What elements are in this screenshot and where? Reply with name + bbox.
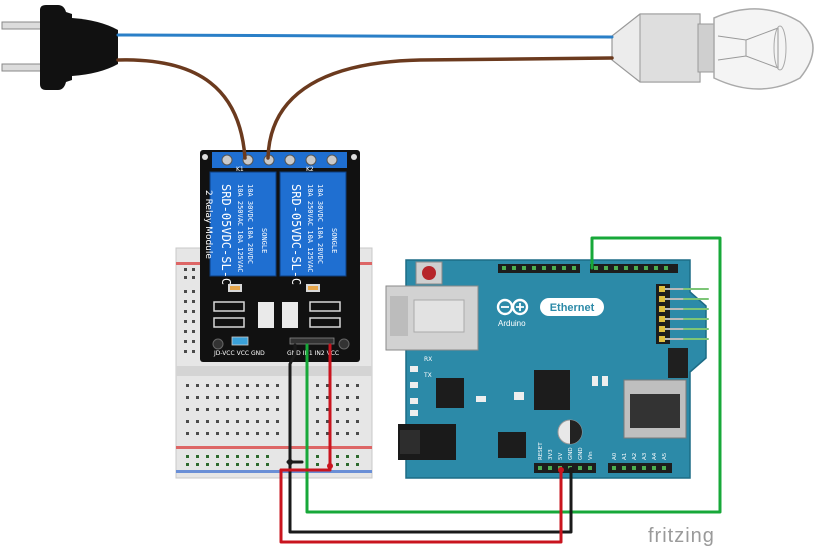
arduino-ethernet-board: RX TX Arduino Ethernet bbox=[385, 259, 707, 479]
relay-module-title: 2 Relay Module bbox=[203, 190, 213, 259]
ac-plug bbox=[1, 5, 118, 90]
digital-header bbox=[498, 264, 678, 273]
analog-pin-a5: A5 bbox=[662, 452, 668, 460]
relay-input-header bbox=[289, 337, 335, 345]
green-side-wires bbox=[683, 288, 709, 340]
jdvcc-jumper bbox=[231, 336, 249, 346]
wire-blue-ac bbox=[116, 33, 614, 39]
relay-k2-rating-2: 10A 30VDC 10A 28VDC bbox=[316, 184, 324, 264]
wire-green-signal bbox=[305, 236, 722, 514]
relay-k1-brand: SONGLE bbox=[260, 228, 268, 253]
analog-header: A0 A1 A2 A3 A4 A5 bbox=[608, 452, 672, 473]
relay-k1: SRD-05VDC-SL-C 10A 250VAC 10A 125VAC 10A… bbox=[209, 171, 277, 285]
wire-red-vcc bbox=[279, 343, 563, 544]
arduino-brand-label: Arduino bbox=[498, 319, 526, 328]
relay-k2-brand: SONGLE bbox=[330, 228, 338, 253]
analog-pin-a4: A4 bbox=[652, 452, 658, 460]
power-pin-reset: RESET bbox=[538, 442, 544, 460]
power-pin-3v3: 3V3 bbox=[548, 449, 554, 460]
fritzing-watermark: fritzing bbox=[648, 525, 715, 547]
analog-pin-a3: A3 bbox=[642, 452, 648, 460]
relay-k2-label: K2 bbox=[306, 166, 314, 173]
rx-label: RX bbox=[424, 356, 432, 363]
analog-pin-a0: A0 bbox=[612, 452, 618, 460]
analog-pin-a1: A1 bbox=[622, 453, 628, 460]
tx-label: TX bbox=[423, 372, 432, 379]
relay-k1-model: SRD-05VDC-SL-C bbox=[219, 184, 233, 285]
arduino-logo bbox=[496, 298, 529, 316]
power-pin-5v: 5V bbox=[558, 453, 564, 460]
relay-k1-rating-2: 10A 30VDC 10A 28VDC bbox=[246, 184, 254, 264]
relay-k1-label: K1 bbox=[236, 166, 244, 173]
relay-module: SRD-05VDC-SL-C 10A 250VAC 10A 125VAC 10A… bbox=[200, 150, 360, 362]
side-pin-header bbox=[656, 284, 706, 344]
power-pin-vin: Vin bbox=[588, 451, 594, 460]
relay-k2-model: SRD-05VDC-SL-C bbox=[289, 184, 303, 285]
relay-header-left-label: JD-VCC VCC GND bbox=[213, 350, 265, 357]
power-pin-gnd-1: GND bbox=[568, 447, 574, 460]
relay-k2-rating-1: 10A 250VAC 10A 125VAC bbox=[306, 184, 314, 273]
ethernet-badge bbox=[540, 298, 604, 316]
relay-k2: SRD-05VDC-SL-C 10A 250VAC 10A 125VAC 10A… bbox=[279, 171, 347, 285]
wire-brown-plug-relay bbox=[116, 58, 247, 160]
relay-header-right-label: GND IN1 IN2 VCC bbox=[287, 350, 339, 357]
light-bulb bbox=[611, 8, 814, 90]
wires bbox=[116, 33, 722, 544]
ethernet-badge-label: Ethernet bbox=[550, 302, 595, 314]
wire-brown-relay-bulb bbox=[266, 56, 614, 160]
analog-pin-a2: A2 bbox=[632, 453, 638, 460]
relay-k1-rating-1: 10A 250VAC 10A 125VAC bbox=[236, 184, 244, 273]
power-pin-gnd-2: GND bbox=[578, 447, 584, 460]
